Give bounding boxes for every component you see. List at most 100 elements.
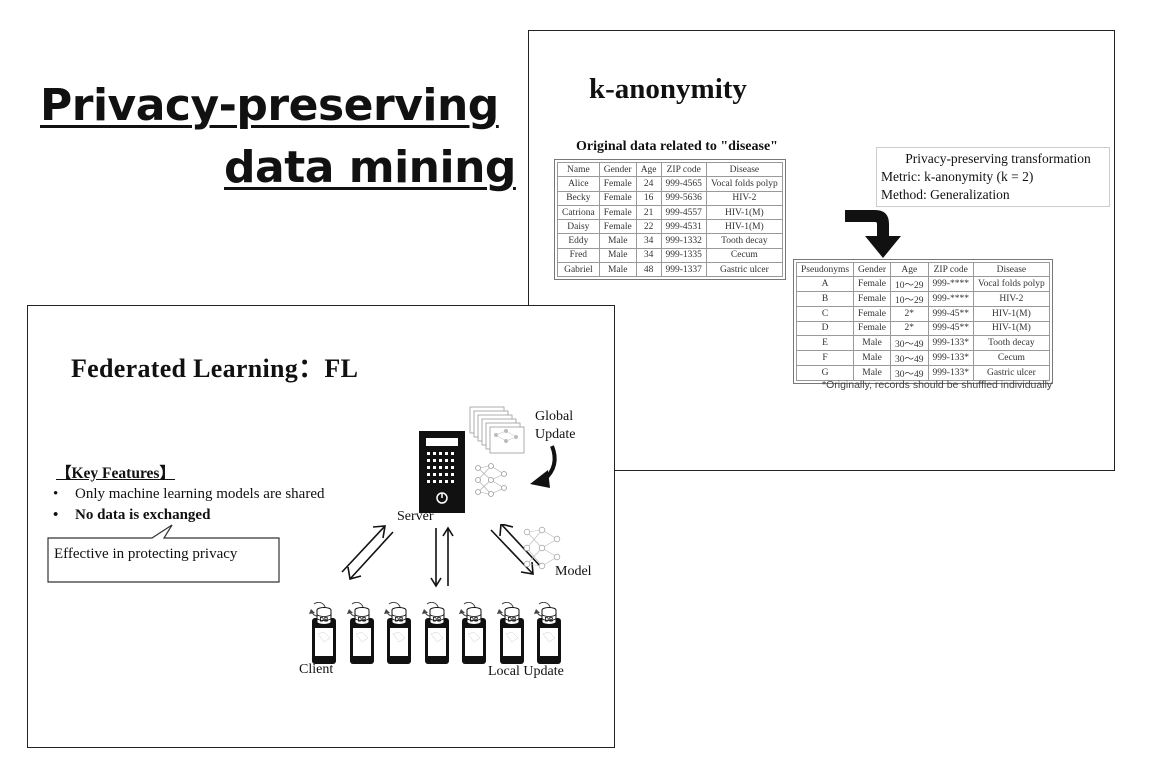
table-cell: Alice (557, 176, 600, 192)
table-cell: Cecum (972, 349, 1050, 366)
table-cell: Fred (557, 247, 600, 264)
column-header: Age (890, 261, 929, 278)
table-cell: 999-1335 (660, 247, 707, 264)
table-cell: G (795, 364, 855, 381)
table-cell: 999-4531 (660, 219, 707, 235)
table-cell: Female (598, 190, 637, 206)
table-cell: Cecum (705, 247, 783, 264)
smartphone-client-icon: DB (309, 602, 336, 664)
neural-network-icon (475, 463, 507, 497)
k-anonymity-slide: k-anonymity Original data related to "di… (528, 30, 1115, 471)
db-label: DB (432, 618, 441, 624)
table-cell: Gastric ulcer (705, 262, 783, 278)
table-cell: Male (598, 247, 637, 264)
db-label: DB (545, 618, 554, 624)
table-cell: 999-5636 (660, 190, 707, 206)
table-cell: HIV-1(M) (705, 219, 783, 235)
table-cell: HIV-2 (972, 291, 1050, 308)
bullet-text: Only machine learning models are shared (75, 486, 325, 502)
table-cell: 34 (635, 247, 662, 264)
server-label: Server (397, 509, 434, 524)
main-title-line-2: data mining (224, 142, 516, 193)
column-header: Name (557, 161, 600, 178)
federated-learning-title: Federated Learning：FL (71, 354, 359, 383)
table-cell: 16 (635, 190, 662, 206)
table-cell: 999-45** (927, 306, 974, 322)
table-cell: Gastric ulcer (972, 364, 1050, 381)
smartphone-client-icon: DB (496, 602, 524, 664)
table-cell: 30～49 (890, 364, 929, 381)
global-update-arrow-icon (530, 445, 557, 488)
table-header-row: Name Gender Age ZIP code Disease (557, 161, 783, 178)
db-label: DB (395, 618, 404, 624)
table-cell: 10～29 (890, 291, 929, 308)
table-cell: 24 (635, 176, 662, 192)
table-cell: Male (853, 349, 892, 366)
table-cell: 2* (890, 320, 929, 336)
db-label: DB (320, 618, 329, 624)
table-cell: 999-4565 (660, 176, 707, 192)
table-cell: C (795, 306, 855, 322)
transformation-metric: Metric: k-anonymity (k = 2) (881, 169, 1034, 184)
table-cell: 999-1332 (660, 233, 707, 249)
federated-learning-slide: Federated Learning：FL 【Key Features】 •On… (27, 305, 615, 748)
table-cell: E (795, 334, 855, 351)
table-cell: HIV-2 (705, 190, 783, 206)
table-cell: HIV-1(M) (972, 320, 1050, 336)
model-stack-icon (469, 406, 525, 454)
db-label: DB (357, 618, 366, 624)
column-header: Gender (853, 261, 892, 278)
table-cell: Female (853, 306, 892, 322)
table-cell: 34 (635, 233, 662, 249)
global-update-label: Global Update (535, 408, 575, 444)
bullet-text: No data is exchanged (75, 507, 211, 523)
table-cell: Tooth decay (972, 334, 1050, 351)
client-label: Client (299, 662, 334, 677)
column-header: Disease (705, 161, 783, 178)
column-header: Pseudonyms (795, 261, 855, 278)
table-cell: D (795, 320, 855, 336)
shuffle-footnote: *Originally, records should be shuffled … (822, 379, 1053, 391)
bullet-icon: • (53, 486, 59, 502)
table-cell: 21 (635, 204, 662, 221)
db-label: DB (470, 618, 479, 624)
table-cell: Male (853, 364, 892, 381)
bullet-item: •No data is exchanged (53, 507, 210, 524)
transformation-box: Privacy-preserving transformation Metric… (876, 147, 1110, 207)
table-cell: Female (853, 320, 892, 336)
table-cell: 48 (635, 262, 662, 278)
model-label: Model (555, 564, 592, 579)
smartphone-client-icon: DB (346, 602, 374, 664)
table-cell: HIV-1(M) (705, 204, 783, 221)
table-header-row: Pseudonyms Gender Age ZIP code Disease (795, 261, 1050, 278)
smartphone-client-icon: DB (384, 602, 411, 664)
table-cell: Female (853, 276, 892, 293)
table-cell: 999-**** (927, 291, 974, 308)
column-header: Disease (972, 261, 1050, 278)
original-data-caption: Original data related to "disease" (576, 139, 778, 154)
curved-arrow-icon (845, 210, 901, 258)
speech-callout-icon (47, 524, 280, 583)
table-cell: A (795, 276, 855, 293)
k-anonymity-title: k-anonymity (589, 73, 747, 105)
db-label: DB (507, 618, 516, 624)
table-cell: 999-133* (927, 364, 974, 381)
table-cell: 999-133* (927, 334, 974, 351)
table-cell: 22 (635, 219, 662, 235)
smartphone-client-icon: DB (459, 602, 486, 664)
model-network-icon (523, 526, 561, 570)
client-devices: DB DB DB DB DB DB DB (308, 602, 578, 666)
table-cell: F (795, 349, 855, 366)
column-header: Age (635, 161, 662, 178)
table-cell: Eddy (557, 233, 600, 249)
